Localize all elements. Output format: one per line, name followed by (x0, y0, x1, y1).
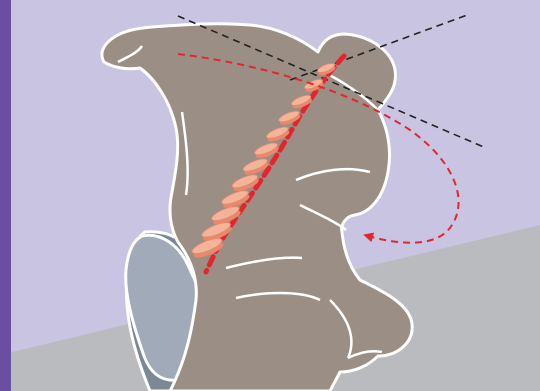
frame-stripe (0, 0, 11, 391)
